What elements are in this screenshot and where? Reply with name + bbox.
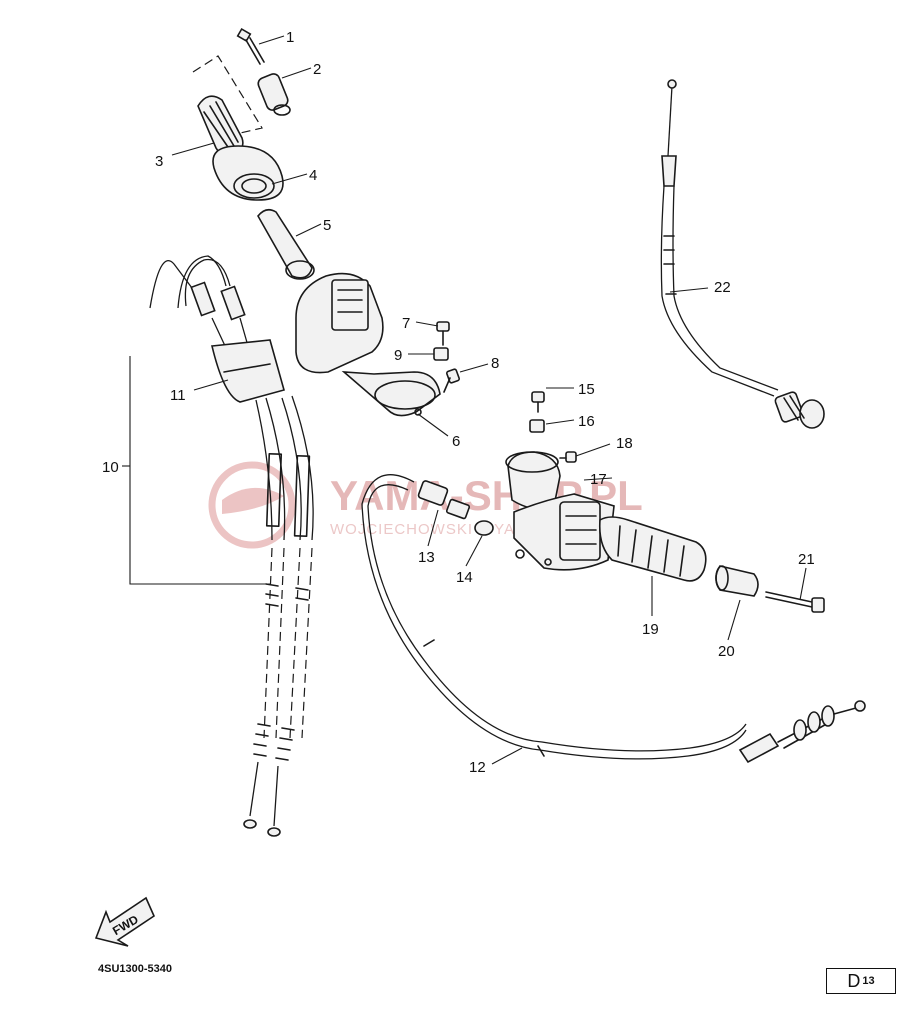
fwd-arrow-icon: FWD [94, 896, 156, 947]
watermark-logo-swoosh [222, 487, 284, 514]
callout-14: 14 [456, 569, 473, 586]
leader-lines [171, 35, 807, 765]
callouts: 1 2 3 4 5 6 7 8 9 10 11 12 13 14 15 16 1… [102, 29, 815, 776]
watermark-subtext: WOJCIECHOWSKI & YAMAHA [330, 521, 562, 538]
callout-21: 21 [798, 551, 815, 568]
dashed-group-1-2 [192, 55, 263, 135]
document-code: 4SU1300-5340 [98, 963, 173, 975]
callout-7: 7 [402, 315, 410, 332]
part-8-screw [443, 368, 460, 393]
cable-lines-left [243, 395, 314, 837]
part-17-switch-housing [505, 451, 615, 571]
bracket-10 [129, 356, 270, 585]
part-18-screw [559, 451, 577, 463]
callout-15: 15 [578, 381, 595, 398]
part-10-throttle-cable-assembly [149, 255, 249, 349]
part-9-nut [433, 347, 449, 361]
callout-12: 12 [469, 759, 486, 776]
callout-16: 16 [578, 413, 595, 430]
part-22-meter-cable [660, 79, 825, 429]
part-16-nut [529, 419, 545, 433]
part-14-locknut [474, 520, 494, 536]
part-7-screw [436, 321, 450, 346]
part-15-screw [531, 391, 545, 413]
callout-4: 4 [309, 167, 317, 184]
part-4-throttle-ring [212, 145, 284, 201]
callout-19: 19 [642, 621, 659, 638]
page-letter: D [847, 970, 861, 991]
callout-5: 5 [323, 217, 331, 234]
part-12-clutch-cable [361, 474, 866, 764]
part-5-throttle-sleeve [257, 208, 315, 280]
callout-3: 3 [155, 153, 163, 170]
page-number: 13 [862, 975, 875, 987]
part-1-bolt [236, 27, 265, 65]
part-2-bar-end-weight [257, 73, 291, 116]
callout-11: 11 [170, 387, 186, 404]
watermark-logo [208, 461, 296, 549]
callout-18: 18 [616, 435, 633, 452]
part-6-throttle-housing [295, 272, 441, 417]
callout-13: 13 [418, 549, 435, 566]
callout-20: 20 [718, 643, 735, 660]
callout-17: 17 [590, 471, 607, 488]
part-11-cable-junction [211, 339, 285, 403]
part-21-bolt [765, 591, 825, 613]
callout-10: 10 [102, 459, 119, 476]
callout-9: 9 [394, 347, 402, 364]
callout-1: 1 [286, 29, 294, 46]
part-13-adjuster [417, 480, 471, 520]
callout-22: 22 [714, 279, 731, 296]
callout-8: 8 [491, 355, 499, 372]
part-20-bar-end-weight [715, 565, 759, 597]
callout-6: 6 [452, 433, 460, 450]
callout-2: 2 [313, 61, 321, 78]
part-19-right-grip [598, 516, 707, 582]
